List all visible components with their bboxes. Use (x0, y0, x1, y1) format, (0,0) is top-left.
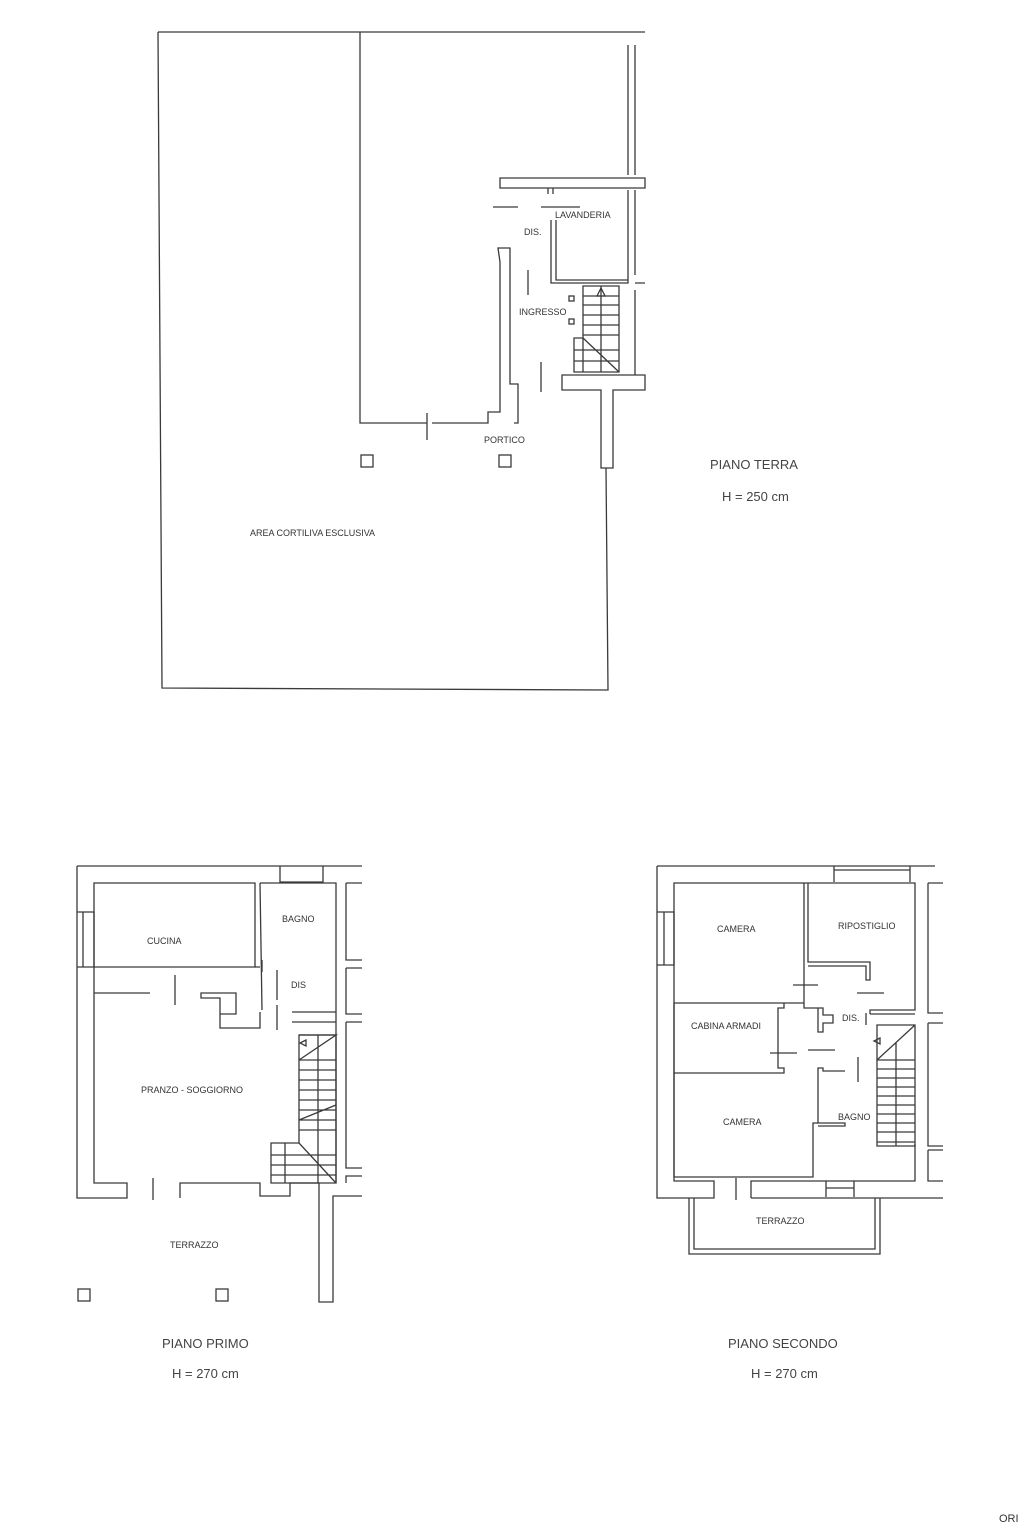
floor-height: H = 270 cm (751, 1366, 818, 1381)
door (527, 270, 542, 392)
floor-title: PIANO PRIMO (162, 1336, 249, 1351)
stair-arrow-icon (298, 1038, 307, 1048)
room-label-terrazzo: TERRAZZO (170, 1240, 219, 1250)
window (77, 911, 95, 968)
room-label-ripostiglio: RIPOSTIGLIO (838, 921, 896, 931)
column (498, 454, 512, 468)
laundry-walls (550, 190, 629, 284)
room-label-cabina-armadi: CABINA ARMADI (691, 1021, 761, 1031)
column (77, 1288, 91, 1302)
window (825, 1181, 855, 1197)
staircase (872, 1024, 916, 1147)
window (279, 866, 324, 883)
interior-walls (673, 883, 871, 1074)
bathroom-walls (259, 882, 337, 1183)
neighbor-walls (345, 882, 362, 1183)
room-label-cucina: CUCINA (147, 936, 182, 946)
wall (561, 374, 646, 469)
stair-arrow-icon (595, 286, 607, 297)
staircase (573, 285, 620, 373)
stair-arrow-icon (872, 1036, 881, 1046)
room-label-bagno: BAGNO (838, 1112, 871, 1122)
first-floor-plan: CUCINA BAGNO DIS PRANZO - SOGGIORNO TERR… (76, 865, 362, 1381)
ground-floor-plan: LAVANDERIA DIS. INGRESSO PORTICO AREA CO… (157, 31, 798, 691)
corner-text: ORI (999, 1513, 1019, 1525)
room-label-lavanderia: LAVANDERIA (555, 210, 611, 220)
outer-wall (656, 865, 943, 1199)
interior-walls (673, 1067, 846, 1178)
terrace-railing (688, 1198, 881, 1255)
room-label-dis: DIS. (842, 1013, 860, 1023)
room-label-bagno: BAGNO (282, 914, 315, 924)
wall (94, 966, 261, 1029)
room-label-ingresso: INGRESSO (519, 307, 567, 317)
floor-height: H = 270 cm (172, 1366, 239, 1381)
room-label-soggiorno: PRANZO - SOGGIORNO (141, 1085, 243, 1095)
room-label-terrazzo: TERRAZZO (756, 1216, 805, 1226)
column (360, 454, 374, 468)
column (215, 1288, 229, 1302)
courtyard-boundary (157, 31, 645, 691)
outer-wall (76, 865, 362, 1303)
door (735, 984, 884, 1200)
window (833, 866, 911, 882)
floor-height: H = 250 cm (722, 489, 789, 504)
staircase (270, 1034, 339, 1184)
column (568, 295, 575, 302)
wall (547, 188, 554, 194)
floor-title: PIANO SECONDO (728, 1336, 838, 1351)
room-label-area-cortiliva: AREA CORTILIVA ESCLUSIVA (250, 528, 375, 538)
wall (634, 190, 645, 375)
neighbor-walls (927, 882, 943, 1182)
room-label-dis: DIS. (524, 227, 542, 237)
wall (499, 45, 646, 189)
door (174, 960, 278, 1030)
room-label-portico: PORTICO (484, 435, 525, 445)
wall (865, 1013, 915, 1025)
window (657, 911, 675, 966)
room-label-camera: CAMERA (717, 924, 756, 934)
room-label-dis: DIS (291, 980, 306, 990)
second-floor-plan: CAMERA RIPOSTIGLIO CABINA ARMADI DIS. CA… (656, 865, 943, 1381)
room-label-camera: CAMERA (723, 1117, 762, 1127)
column (568, 318, 575, 325)
floor-title: PIANO TERRA (710, 457, 798, 472)
interior-wall (359, 32, 519, 424)
